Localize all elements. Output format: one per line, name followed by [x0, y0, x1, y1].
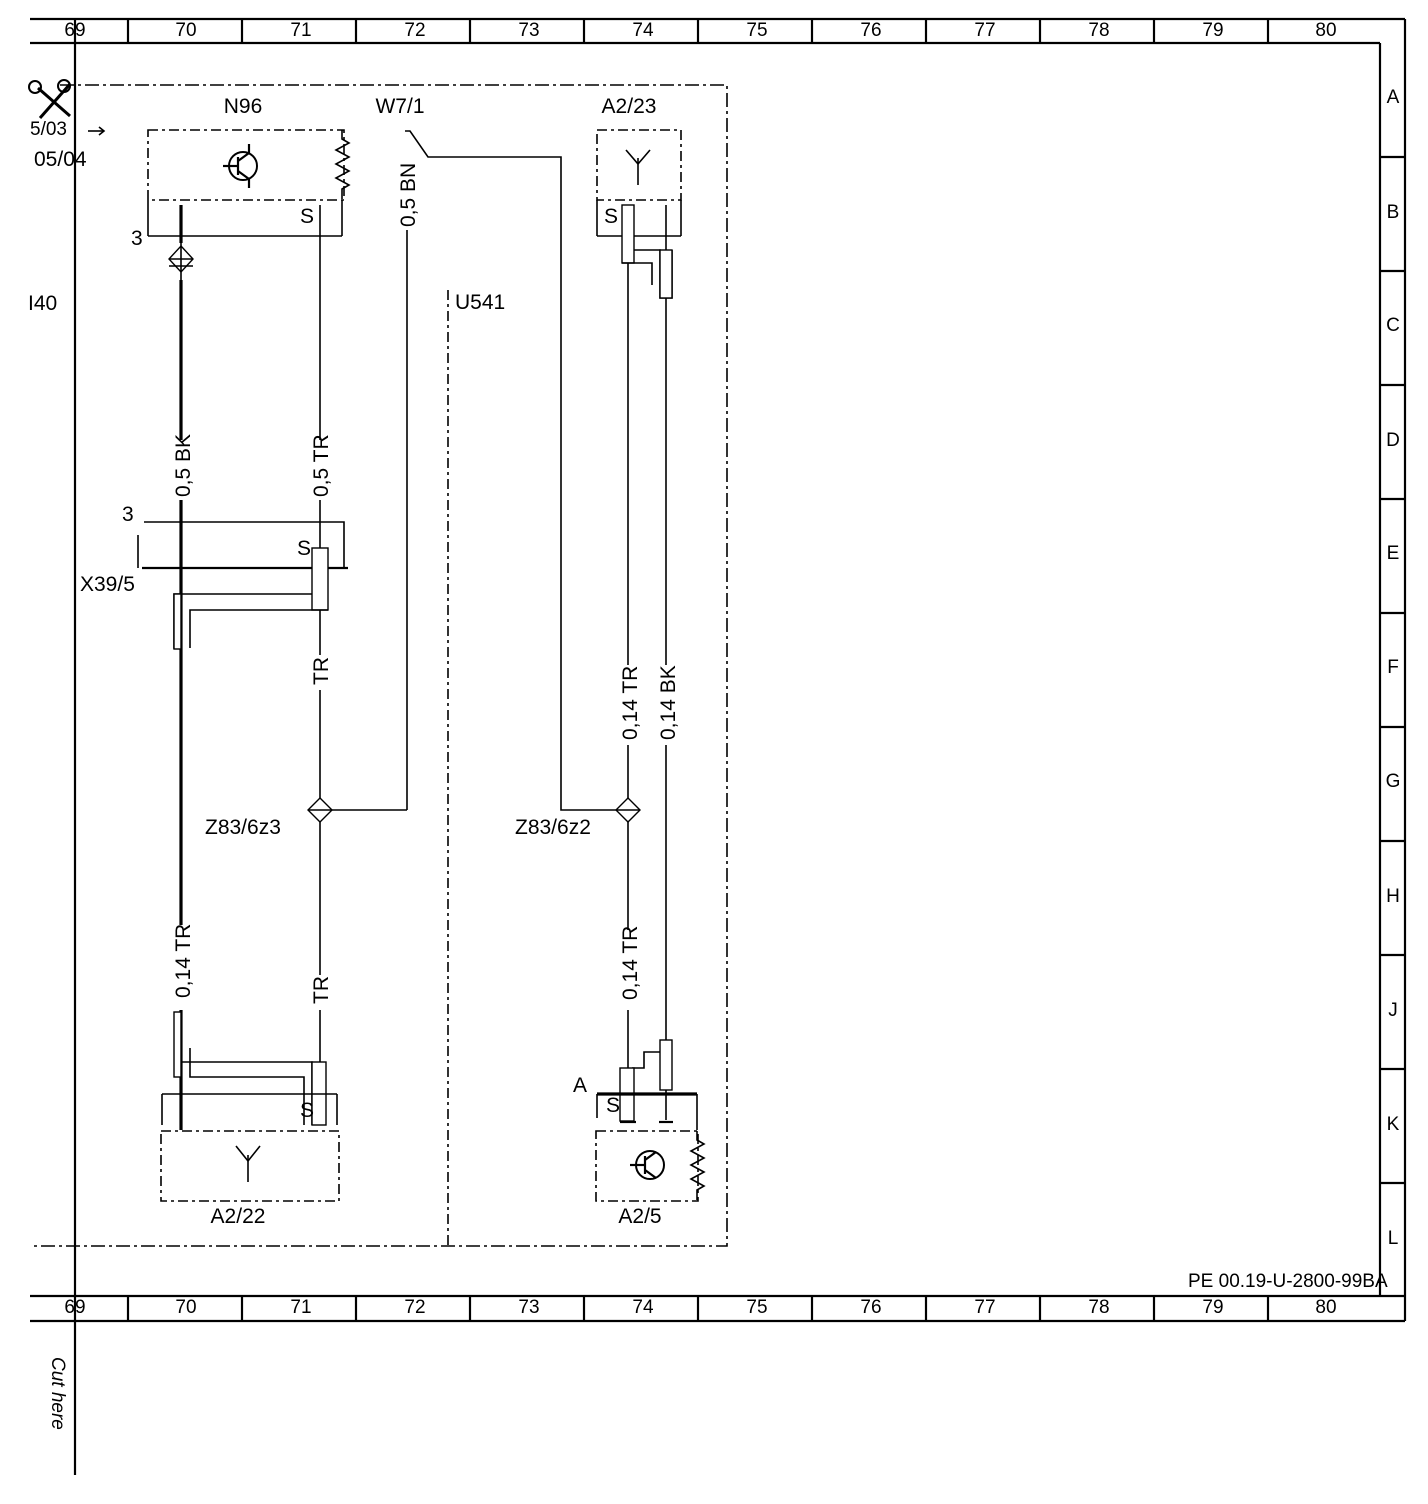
- n96-label: N96: [224, 95, 263, 118]
- wire-label-014tr-right-lower: 0,14 TR: [619, 926, 642, 1000]
- x39-pin-3: 3: [122, 503, 134, 526]
- col-label-bottom: 72: [404, 1297, 425, 1318]
- col-label-top: 72: [404, 20, 425, 41]
- row-label: J: [1388, 1000, 1398, 1021]
- wire-label-05bk: 0,5 BK: [172, 434, 195, 497]
- column-labels-bottom: 69 70 71 72 73 74 75 76 77 78 79 80: [64, 1297, 1336, 1318]
- row-label: L: [1388, 1228, 1399, 1249]
- row-label: D: [1386, 430, 1400, 451]
- transistor-icon: [630, 1150, 665, 1180]
- col-label-bottom: 70: [175, 1297, 196, 1318]
- ground-line-w7-1: [405, 130, 628, 811]
- a2-5-component: [595, 1092, 706, 1202]
- drawing-frame: [30, 17, 1407, 1475]
- antenna-icon: [235, 1145, 261, 1182]
- cut-here-text: Cut here: [47, 1357, 68, 1430]
- a2-5-label: A2/5: [618, 1205, 661, 1228]
- col-label-top: 71: [290, 20, 311, 41]
- x39-5-label: X39/5: [80, 573, 135, 596]
- arrow-right-icon: [88, 126, 106, 136]
- row-label: H: [1386, 886, 1400, 907]
- wire-label-014tr-left: 0,14 TR: [172, 924, 195, 998]
- wire-label-05tr: 0,5 TR: [310, 434, 333, 497]
- a2-22-label: A2/22: [211, 1205, 266, 1228]
- a2-5-pin-a: A: [573, 1074, 587, 1097]
- n96-pin-3: 3: [131, 227, 143, 250]
- col-label-top: 73: [518, 20, 539, 41]
- area-boundary: [30, 84, 728, 1247]
- col-label-top: 74: [632, 20, 654, 41]
- row-label: C: [1386, 315, 1400, 336]
- n96-component: [147, 129, 351, 237]
- row-labels: A B C D E F G H J K L: [1386, 87, 1401, 1249]
- z83-6z2-label: Z83/6z2: [515, 816, 591, 839]
- cable-shield: [173, 547, 329, 1126]
- a2-5-pin-s: S: [606, 1094, 620, 1117]
- a2-23-pin-s: S: [604, 205, 618, 228]
- a2-22-pin-s: S: [300, 1099, 314, 1122]
- wire-label-014tr-right-upper: 0,14 TR: [619, 666, 642, 740]
- w7-1-label: W7/1: [375, 95, 424, 118]
- row-label: K: [1387, 1114, 1400, 1135]
- col-label-bottom: 79: [1202, 1297, 1223, 1318]
- col-label-bottom: 73: [518, 1297, 539, 1318]
- row-label: A: [1387, 87, 1400, 108]
- wire-label-05bn: 0,5 BN: [397, 163, 420, 227]
- cross-ref-left: I40: [28, 292, 57, 315]
- col-label-bottom: 69: [64, 1297, 85, 1318]
- resistor-icon: [334, 130, 351, 199]
- drawing-code: PE 00.19-U-2800-99BA: [1188, 1271, 1388, 1292]
- col-label-top: 79: [1202, 20, 1223, 41]
- col-label-bottom: 71: [290, 1297, 311, 1318]
- col-label-top: 75: [746, 20, 767, 41]
- splice-z83-6z2: [615, 797, 641, 823]
- resistor-icon: [689, 1131, 706, 1200]
- wire-bn: [320, 230, 408, 811]
- wire-label-tr-upper: TR: [310, 657, 333, 685]
- a2-22-component: [160, 1093, 340, 1202]
- wire-label-014bk-right: 0,14 BK: [657, 665, 680, 740]
- col-label-top: 80: [1315, 20, 1336, 41]
- col-label-top: 69: [64, 20, 85, 41]
- column-labels-top: 69 70 71 72 73 74 75 76 77 78 79 80: [64, 20, 1336, 41]
- row-label: G: [1386, 771, 1401, 792]
- col-label-bottom: 80: [1315, 1297, 1336, 1318]
- row-label: B: [1387, 202, 1400, 223]
- z83-6z3-label: Z83/6z3: [205, 816, 281, 839]
- col-label-top: 78: [1088, 20, 1109, 41]
- splice-z83-6z3: [307, 797, 333, 823]
- col-label-top: 70: [175, 20, 196, 41]
- col-label-bottom: 78: [1088, 1297, 1109, 1318]
- antenna-icon: [625, 149, 651, 185]
- col-label-bottom: 76: [860, 1297, 881, 1318]
- n96-pin-s: S: [300, 205, 314, 228]
- cable-shield: [619, 204, 673, 1122]
- scissors-icon: [28, 79, 72, 119]
- col-label-top: 76: [860, 20, 881, 41]
- col-label-bottom: 75: [746, 1297, 767, 1318]
- col-label-top: 77: [974, 20, 995, 41]
- wire-label-tr-lower: TR: [310, 976, 333, 1004]
- x39-pin-s: S: [297, 537, 311, 560]
- row-label: E: [1387, 543, 1400, 564]
- row-label: F: [1387, 657, 1399, 678]
- cross-ref-page: 05/04: [34, 148, 87, 171]
- col-label-bottom: 77: [974, 1297, 995, 1318]
- transistor-icon: [223, 144, 258, 188]
- splice-connector-icon: [168, 240, 194, 282]
- u541-label: U541: [455, 291, 505, 314]
- cross-ref-top: 5/03: [30, 119, 67, 140]
- a2-23-component: [596, 129, 682, 237]
- a2-23-label: A2/23: [602, 95, 657, 118]
- col-label-bottom: 74: [632, 1297, 654, 1318]
